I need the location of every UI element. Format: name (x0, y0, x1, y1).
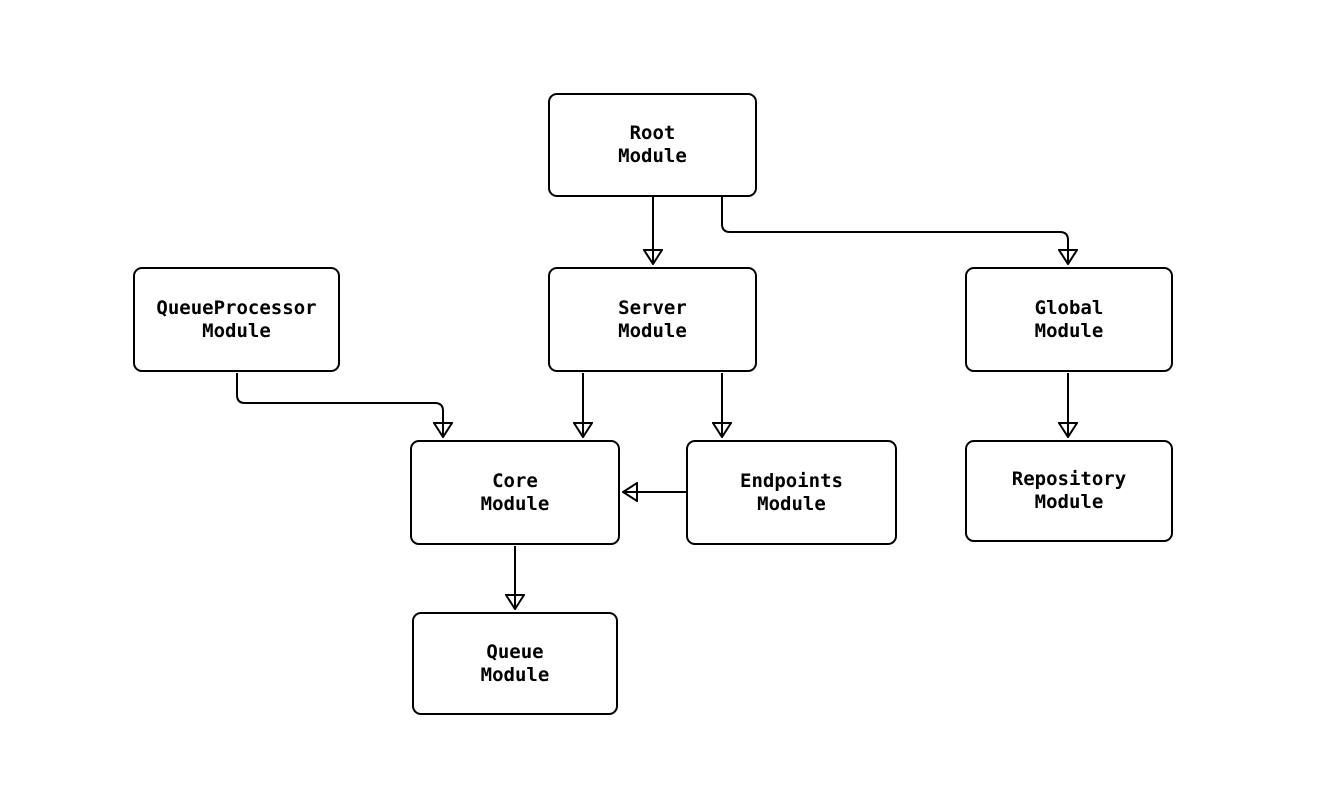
edge-root-global (721, 197, 1068, 264)
node-root-module: Root Module (548, 93, 757, 197)
node-endpoints-module: Endpoints Module (686, 440, 897, 545)
node-endpoints-module-label: Endpoints Module (740, 469, 843, 515)
node-root-module-label: Root Module (618, 122, 687, 167)
node-repository-module: Repository Module (965, 440, 1173, 542)
node-global-module: Global Module (965, 267, 1173, 372)
node-queueprocessor-module-label: QueueProcessor Module (156, 296, 317, 342)
node-global-module-label: Global Module (1034, 296, 1104, 342)
node-core-module: Core Module (410, 440, 620, 545)
node-server-module-label: Server Module (618, 296, 687, 342)
node-queue-module: Queue Module (412, 612, 618, 715)
edge-queueprocessor-core (236, 373, 443, 437)
node-repository-module-label: Repository Module (1011, 468, 1127, 513)
node-queueprocessor-module: QueueProcessor Module (133, 267, 340, 372)
node-server-module: Server Module (548, 267, 757, 372)
node-queue-module-label: Queue Module (480, 640, 550, 686)
node-core-module-label: Core Module (480, 469, 550, 515)
